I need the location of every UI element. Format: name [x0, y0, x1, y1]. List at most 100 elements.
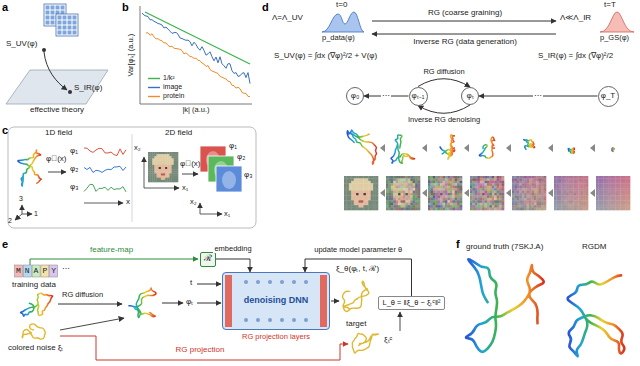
pixel — [346, 198, 349, 201]
pixel — [450, 186, 453, 189]
pixel — [391, 198, 394, 201]
pixel — [559, 208, 562, 211]
pixel — [569, 195, 572, 198]
pixel — [366, 181, 369, 184]
pixel — [418, 198, 421, 201]
pixel — [433, 181, 436, 184]
pixel — [625, 200, 628, 203]
pixel — [373, 200, 376, 203]
pixel — [522, 181, 525, 184]
pixel — [455, 181, 458, 184]
pixel — [163, 163, 165, 165]
pixel — [361, 183, 364, 186]
pixel — [578, 181, 581, 184]
pixel — [561, 181, 564, 184]
pixel — [522, 200, 525, 203]
pixel — [628, 205, 631, 208]
pixel — [536, 181, 539, 184]
pixel — [598, 186, 601, 189]
pixel — [541, 193, 544, 196]
pixel — [169, 169, 171, 171]
pixel — [354, 193, 357, 196]
pixel — [176, 171, 178, 173]
pixel — [578, 200, 581, 203]
pixel — [435, 208, 438, 211]
pixel — [625, 178, 628, 181]
pixel — [529, 191, 532, 194]
pixel — [351, 183, 354, 186]
pixel — [172, 167, 174, 169]
pixel — [354, 188, 357, 191]
pixel — [606, 200, 609, 203]
pixel — [586, 193, 589, 196]
pixel — [174, 171, 176, 173]
pixel — [492, 186, 495, 189]
pixel — [415, 186, 418, 189]
pixel — [359, 188, 362, 191]
axis — [200, 214, 222, 215]
pixel — [497, 208, 500, 211]
pixel — [349, 193, 352, 196]
pixel — [174, 158, 176, 160]
pixel — [573, 181, 576, 184]
pixel — [596, 191, 599, 194]
pixel — [566, 188, 569, 191]
pixel — [487, 176, 490, 179]
pixel — [161, 169, 163, 171]
pixel — [539, 195, 542, 198]
pixel — [517, 198, 520, 201]
pixel — [388, 188, 391, 191]
network-box: denoising DNN — [222, 272, 330, 330]
pixel — [157, 167, 159, 169]
pixel — [541, 195, 544, 198]
pixel — [433, 191, 436, 194]
pixel — [363, 195, 366, 198]
pixel — [601, 203, 604, 206]
pixel — [161, 154, 163, 156]
pixel — [408, 186, 411, 189]
pixel — [482, 191, 485, 194]
pixel — [163, 165, 165, 167]
pixel — [487, 193, 490, 196]
pixel — [598, 178, 601, 181]
pixel — [349, 178, 352, 181]
pixel — [499, 203, 502, 206]
pixel — [401, 205, 404, 208]
pixel — [351, 193, 354, 196]
pixel — [531, 198, 534, 201]
pixel — [608, 200, 611, 203]
pixel — [569, 193, 572, 196]
pixel — [573, 208, 576, 211]
pixel — [482, 195, 485, 198]
pixel — [544, 195, 547, 198]
lattice-cell — [56, 6, 60, 10]
pixel — [494, 195, 497, 198]
pixel — [527, 195, 530, 198]
point — [42, 48, 46, 52]
pixel — [531, 195, 534, 198]
pixel — [148, 176, 150, 178]
pixel — [356, 198, 359, 201]
pixel — [413, 203, 416, 206]
pixel — [363, 200, 366, 203]
node-text: φₜ₋₁ — [412, 92, 425, 101]
pixel — [620, 181, 623, 184]
pixel — [561, 191, 564, 194]
pixel — [596, 203, 599, 206]
pixel — [172, 154, 174, 156]
pixel — [371, 176, 374, 179]
pixel — [620, 176, 623, 179]
pixel — [455, 188, 458, 191]
pixel — [573, 193, 576, 196]
pixel — [618, 195, 621, 198]
pixel — [489, 203, 492, 206]
pixel — [596, 208, 599, 211]
pixel — [344, 191, 347, 194]
pixel — [517, 205, 520, 208]
pixel — [428, 183, 431, 186]
pixel — [450, 205, 453, 208]
pixel — [167, 152, 169, 154]
pixel — [527, 176, 530, 179]
pixel — [167, 161, 169, 163]
lattice-cell — [73, 16, 77, 20]
